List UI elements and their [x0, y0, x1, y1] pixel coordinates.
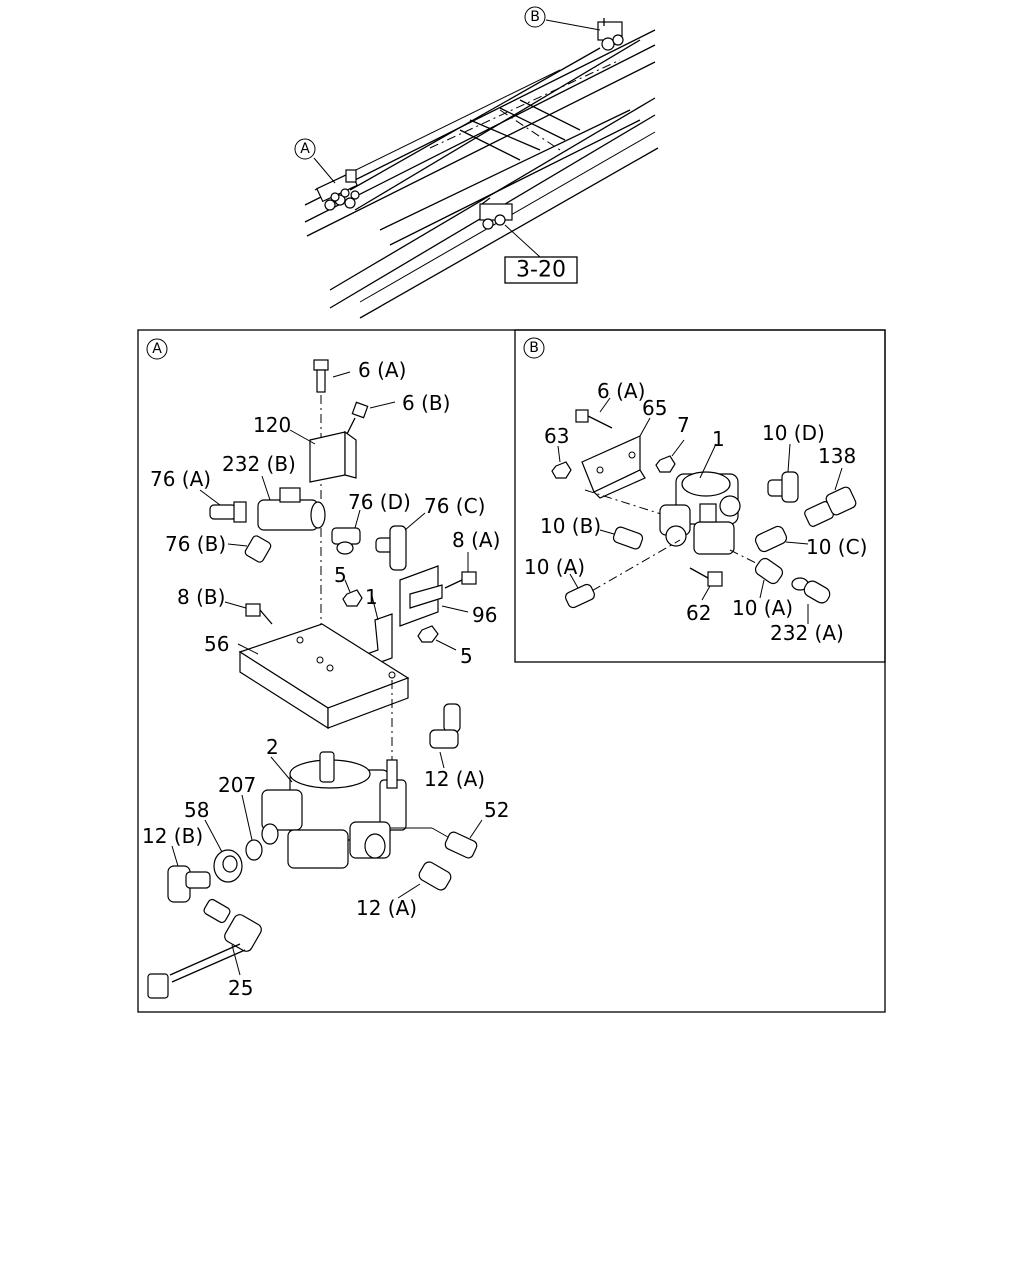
label-b-10a-left: 10 (A) [524, 555, 585, 579]
label-12b: 12 (B) [142, 824, 203, 848]
label-232b: 232 (B) [222, 452, 296, 476]
bolt-6b [344, 401, 396, 439]
label-76d: 76 (D) [348, 490, 411, 514]
fitting-76b [227, 535, 272, 563]
bolt-62 [689, 567, 723, 601]
fitting-12a-bottom [397, 861, 452, 899]
svg-text:3-20: 3-20 [516, 258, 566, 283]
label-1: 1 [365, 585, 378, 609]
plate-56 [237, 623, 410, 730]
label-76b: 76 (B) [165, 532, 226, 556]
svg-text:A: A [152, 341, 162, 357]
label-25: 25 [228, 976, 253, 1000]
pressure-switch-25 [147, 898, 262, 999]
label-8a: 8 (A) [452, 528, 500, 552]
label-6b: 6 (B) [402, 391, 450, 415]
label-b-65: 65 [642, 396, 667, 420]
marker-b-overview: B [524, 6, 546, 28]
svg-text:A: A [300, 141, 310, 157]
valve-cluster-a [316, 169, 360, 211]
bracket-120 [289, 429, 357, 483]
label-8b: 8 (B) [177, 585, 225, 609]
label-b-138: 138 [818, 444, 856, 468]
detail-frame [137, 329, 886, 1013]
marker-a-detail: A [146, 338, 168, 360]
label-52: 52 [484, 798, 509, 822]
washer-207 [241, 794, 263, 861]
label-207: 207 [218, 773, 256, 797]
bolt-8b [224, 601, 273, 625]
tee-232b [257, 475, 326, 531]
label-2: 2 [266, 735, 279, 759]
detail-frame-b [514, 329, 886, 663]
bracket-96 [399, 565, 469, 627]
nut-5-upper [342, 579, 363, 607]
label-58: 58 [184, 798, 209, 822]
fitting-76d [331, 509, 361, 555]
nut-7 [655, 439, 685, 473]
valve-cluster-b [597, 18, 624, 51]
bracket-65 [581, 417, 651, 499]
bolt-6a-b [575, 397, 613, 429]
label-b-63: 63 [544, 424, 569, 448]
svg-text:B: B [529, 340, 539, 356]
tee-232a [791, 577, 831, 624]
reference-box: 3-20 [504, 256, 578, 284]
label-12a-top: 12 (A) [424, 767, 485, 791]
nut-63 [551, 445, 572, 479]
plug-58 [204, 819, 243, 883]
marker-a-overview: A [294, 138, 316, 160]
label-76c: 76 (C) [424, 494, 485, 518]
label-b-10c: 10 (C) [806, 535, 867, 559]
bolt-6a [313, 359, 351, 393]
label-b-232a: 232 (A) [770, 621, 844, 645]
fitting-12a-top [429, 703, 461, 769]
stud [386, 759, 398, 789]
label-5-upper: 5 [334, 563, 347, 587]
label-56: 56 [204, 632, 229, 656]
fitting-10d [767, 443, 799, 503]
bolt-8a [444, 552, 477, 589]
frame-overview [304, 18, 659, 319]
fitting-10b [599, 526, 644, 550]
label-96: 96 [472, 603, 497, 627]
label-6a: 6 (A) [358, 358, 406, 382]
label-120: 120 [253, 413, 291, 437]
label-b-10a-right: 10 (A) [732, 596, 793, 620]
label-b-62: 62 [686, 601, 711, 625]
label-b-10d: 10 (D) [762, 421, 825, 445]
fitting-10a-left [564, 573, 596, 609]
fitting-10c [754, 525, 809, 553]
svg-text:B: B [530, 9, 540, 25]
valve-cluster-ref [479, 197, 513, 230]
fitting-76c [375, 512, 426, 571]
label-5-lower: 5 [460, 644, 473, 668]
relay-valve-1 [659, 443, 741, 555]
fitting-10a-right [754, 557, 784, 599]
label-76a: 76 (A) [150, 467, 211, 491]
marker-b-detail: B [523, 337, 545, 359]
label-12a-bottom: 12 (A) [356, 896, 417, 920]
fitting-12b [167, 845, 211, 903]
label-b-6a: 6 (A) [597, 379, 645, 403]
fitting-76a [199, 489, 247, 523]
label-b-1: 1 [712, 427, 725, 451]
sensor-138 [804, 467, 857, 527]
relay-valve-2 [261, 751, 463, 869]
nut-5-lower [417, 625, 457, 651]
label-b-7: 7 [677, 413, 690, 437]
label-b-10b: 10 (B) [540, 514, 601, 538]
fitting-52 [444, 819, 483, 859]
